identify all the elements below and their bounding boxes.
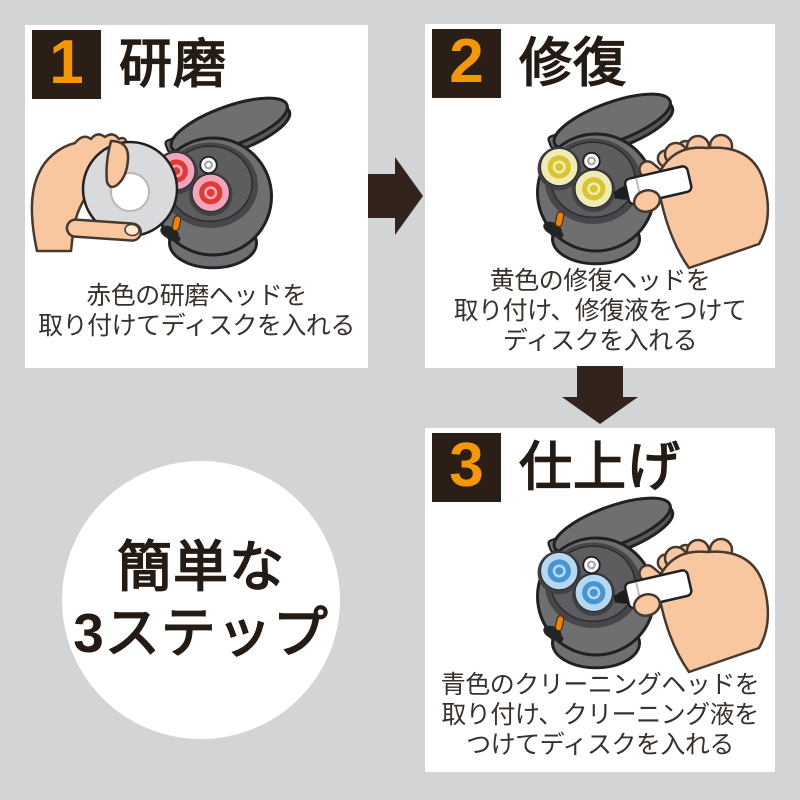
caption-line: 取り付けてディスクを入れる (38, 312, 355, 340)
step-1-caption: 赤色の研磨ヘッドを 取り付けてディスクを入れる (25, 281, 368, 341)
step-2-caption: 黄色の修復ヘッドを 取り付け、修復液をつけて ディスクを入れる (425, 266, 775, 356)
caption-line: 取り付け、修復液をつけて (453, 297, 747, 325)
step-2-number-badge: 2 (432, 29, 501, 98)
step-panel-3: 3 仕上げ 青色のクリーニングヘッドを 取り付け、クリーニング液を つけてディス… (425, 428, 775, 772)
caption-line: つけてディスクを入れる (466, 731, 734, 759)
step-3-number: 3 (449, 430, 484, 500)
step-2-illustration (536, 82, 770, 270)
caption-line: 青色のクリーニングヘッドを (440, 671, 760, 699)
down-arrow-icon (562, 366, 638, 424)
caption-line: 赤色の研磨ヘッドを (86, 282, 307, 310)
easy-steps-circle: 簡単な 3ステップ (62, 461, 340, 739)
step-2-number: 2 (449, 26, 484, 96)
step-3-illustration (536, 486, 770, 674)
step-1-illustration (30, 85, 298, 270)
step-1-number-badge: 1 (32, 30, 101, 99)
step-3-caption: 青色のクリーニングヘッドを 取り付け、クリーニング液を つけてディスクを入れる (425, 670, 775, 760)
hand-with-disc-illustration (30, 133, 179, 253)
easy-steps-line: 簡単な (116, 536, 285, 598)
step-panel-1: 1 研磨 赤色の研磨ヘッドを 取り付けてディスクを入れる (25, 25, 368, 368)
step-1-title: 研磨 (119, 35, 227, 94)
step-3-title: 仕上げ (519, 438, 681, 497)
step-3-number-badge: 3 (432, 433, 501, 502)
step-1-number: 1 (49, 27, 84, 97)
caption-line: ディスクを入れる (502, 327, 698, 355)
step-2-title: 修復 (519, 34, 627, 93)
caption-line: 取り付け、クリーニング液を (441, 701, 759, 729)
right-arrow-icon (368, 157, 423, 235)
caption-line: 黄色の修復ヘッドを (489, 267, 711, 295)
step-panel-2: 2 修復 黄色の修復ヘッドを 取り付け、修復液をつけて ディスクを入れる (425, 24, 775, 368)
easy-steps-line: 3ステップ (73, 602, 329, 664)
